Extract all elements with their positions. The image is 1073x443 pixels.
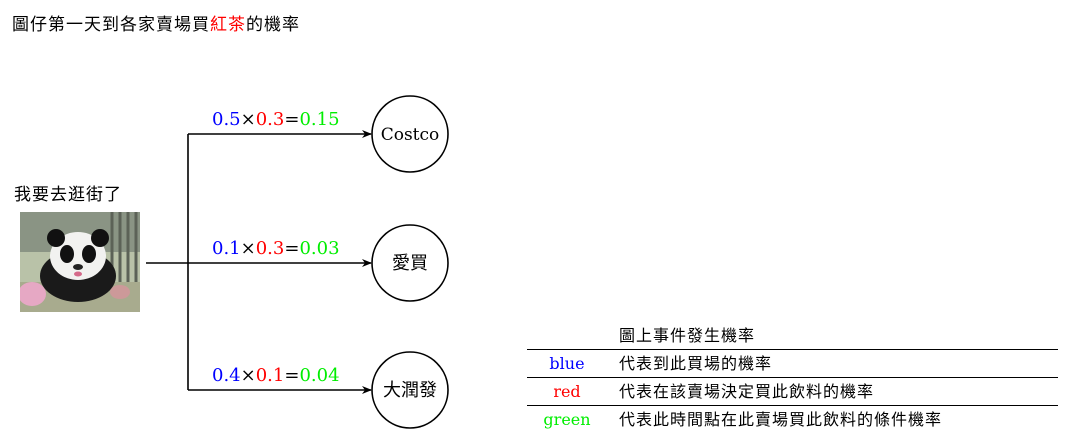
store-node-3 — [371, 351, 449, 429]
times-sign-1: × — [241, 109, 256, 130]
p-store-3: 0.4 — [212, 365, 241, 386]
tree-branches: Costco0.5×0.3=0.15愛買0.1×0.3=0.03大潤發0.4×0… — [188, 95, 449, 429]
p-buy-2: 0.3 — [256, 238, 285, 259]
legend-desc-red: 代表在該賣場決定買此飲料的機率 — [619, 382, 875, 401]
times-sign-2: × — [241, 238, 256, 259]
p-buy-1: 0.3 — [256, 109, 285, 130]
p-joint-1: 0.15 — [299, 109, 339, 130]
equals-sign-1: = — [284, 109, 299, 130]
probability-formula-2: 0.1×0.3=0.03 — [212, 238, 340, 259]
legend-key-green: green — [543, 410, 591, 429]
p-joint-3: 0.04 — [299, 365, 339, 386]
tree-connectors — [146, 134, 189, 390]
legend-key-red: red — [553, 382, 581, 401]
legend-table: 圖上事件發生機率 blue 代表到此買場的機率 red 代表在該賣場決定買此飲料… — [527, 322, 1058, 433]
p-buy-3: 0.1 — [256, 365, 285, 386]
legend-row-blue: blue 代表到此買場的機率 — [527, 350, 1058, 377]
p-store-1: 0.5 — [212, 109, 241, 130]
probability-formula-3: 0.4×0.1=0.04 — [212, 365, 340, 386]
legend-row-red: red 代表在該賣場決定買此飲料的機率 — [527, 377, 1058, 405]
equals-sign-3: = — [284, 365, 299, 386]
title-highlight: 紅茶 — [210, 15, 246, 35]
legend-desc-blue: 代表到此買場的機率 — [619, 354, 773, 373]
store-label-1: Costco — [381, 125, 440, 145]
times-sign-3: × — [241, 365, 256, 386]
p-store-2: 0.1 — [212, 238, 241, 259]
equals-sign-2: = — [284, 238, 299, 259]
legend-header: 圖上事件發生機率 — [527, 322, 1058, 350]
p-joint-2: 0.03 — [299, 238, 339, 259]
legend-key-blue: blue — [549, 354, 585, 373]
store-label-3: 大潤發 — [383, 380, 437, 401]
panda-photo — [20, 212, 140, 312]
store-node-1 — [371, 95, 449, 173]
page-title: 圖仔第一天到各家賣場買紅茶的機率 — [12, 10, 300, 35]
title-suffix: 的機率 — [246, 15, 300, 35]
store-label-2: 愛買 — [392, 253, 428, 274]
probability-formula-1: 0.5×0.3=0.15 — [212, 109, 340, 130]
legend-row-green: green 代表此時間點在此賣場買此飲料的條件機率 — [527, 405, 1058, 433]
legend-desc-green: 代表此時間點在此賣場買此飲料的條件機率 — [619, 410, 943, 429]
store-node-2 — [371, 224, 449, 302]
title-prefix: 圖仔第一天到各家賣場買 — [12, 15, 210, 35]
person-label: 我要去逛街了 — [14, 185, 122, 205]
